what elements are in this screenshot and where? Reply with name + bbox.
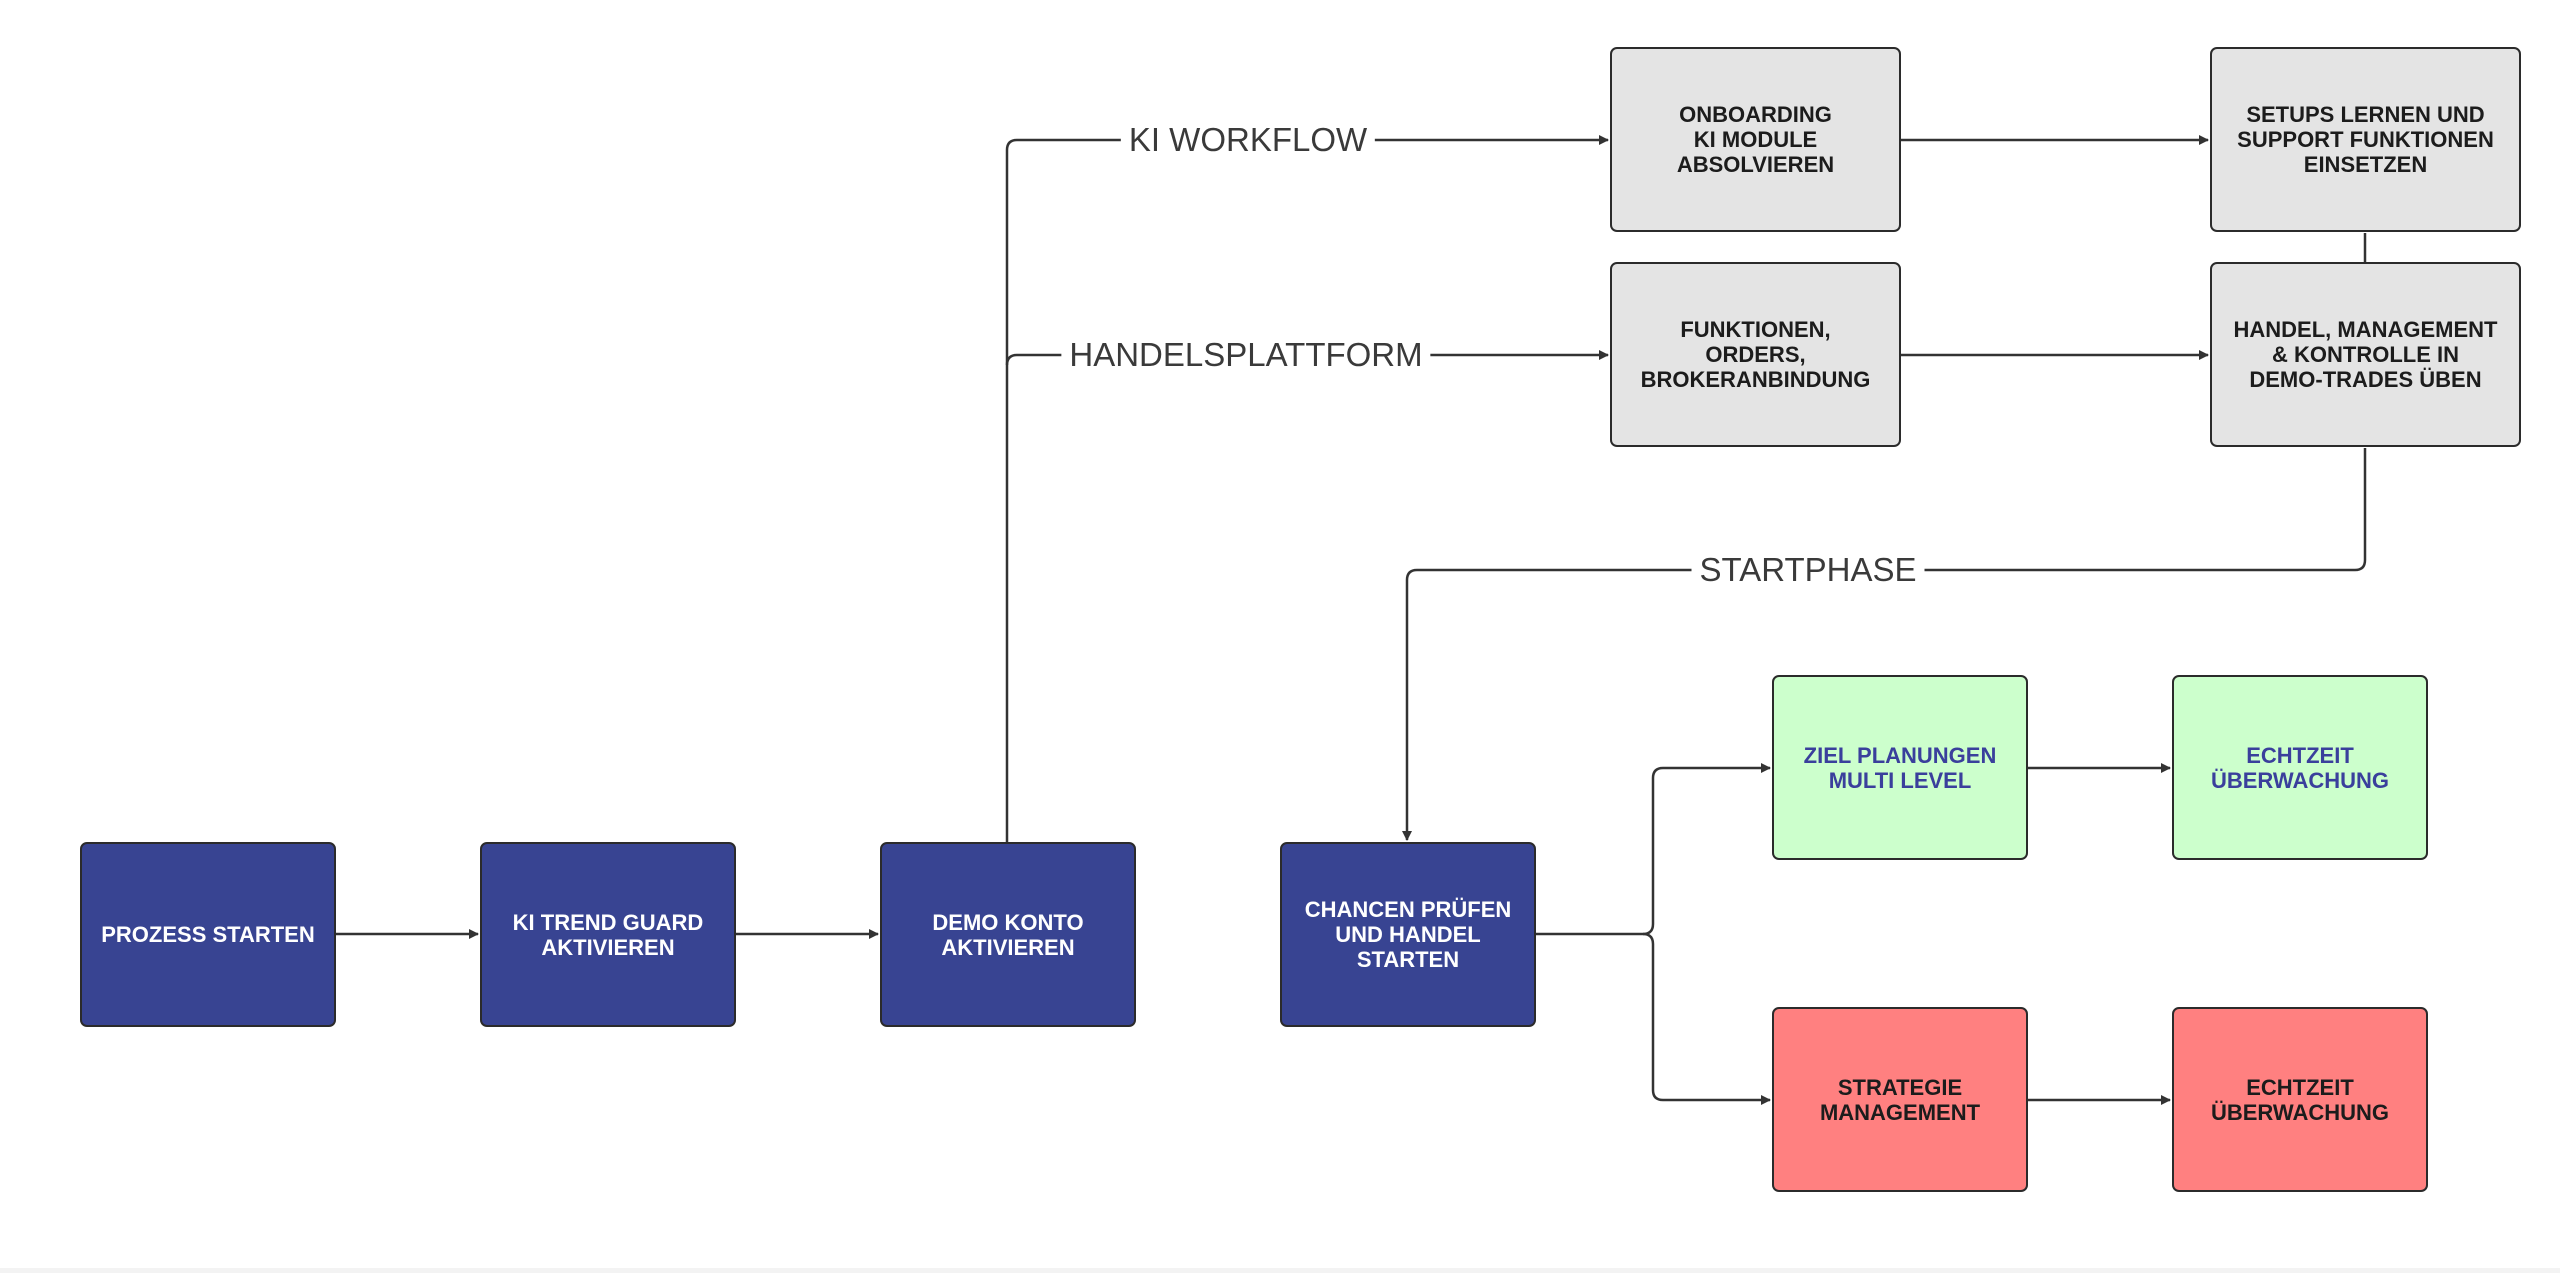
node-demo-konto-aktivieren[interactable]: DEMO KONTO AKTIVIEREN — [880, 842, 1136, 1027]
node-label: CHANCEN PRÜFEN UND HANDEL STARTEN — [1304, 897, 1512, 972]
node-label: HANDEL, MANAGEMENT & KONTROLLE IN DEMO-T… — [2233, 317, 2498, 392]
node-label: DEMO KONTO AKTIVIEREN — [932, 909, 1084, 960]
node-ziel-planungen[interactable]: ZIEL PLANUNGEN MULTI LEVEL — [1772, 675, 2028, 860]
edge-demo-konto-to-funktionen — [1005, 350, 1609, 366]
node-echtzeit-ueberwachung-green[interactable]: ECHTZEIT ÜBERWACHUNG — [2172, 675, 2428, 860]
node-chancen-pruefen[interactable]: CHANCEN PRÜFEN UND HANDEL STARTEN — [1280, 842, 1536, 1027]
node-onboarding[interactable]: ONBOARDING KI MODULE ABSOLVIEREN — [1610, 47, 1901, 232]
node-label: ECHTZEIT ÜBERWACHUNG — [2210, 742, 2390, 793]
node-label: FUNKTIONEN, ORDERS, BROKERANBINDUNG — [1640, 317, 1871, 392]
node-strategie-management[interactable]: STRATEGIE MANAGEMENT — [1772, 1007, 2028, 1192]
node-ki-trend-guard-aktivieren[interactable]: KI TREND GUARD AKTIVIEREN — [480, 842, 736, 1027]
node-funktionen-orders[interactable]: FUNKTIONEN, ORDERS, BROKERANBINDUNG — [1610, 262, 1901, 447]
node-label: KI TREND GUARD AKTIVIEREN — [512, 909, 704, 960]
node-label: STRATEGIE MANAGEMENT — [1819, 1074, 1981, 1125]
node-handel-management[interactable]: HANDEL, MANAGEMENT & KONTROLLE IN DEMO-T… — [2210, 262, 2521, 447]
node-label: ONBOARDING KI MODULE ABSOLVIEREN — [1676, 102, 1835, 177]
node-prozess-starten[interactable]: PROZESS STARTEN — [80, 842, 336, 1027]
node-label: ECHTZEIT ÜBERWACHUNG — [2210, 1074, 2390, 1125]
edge-label-handelsplattform: HANDELSPLATTFORM — [1061, 336, 1431, 374]
edge-demo-konto-to-onboarding — [1005, 135, 1609, 843]
node-label: SETUPS LERNEN UND SUPPORT FUNKTIONEN EIN… — [2237, 102, 2494, 177]
edge-chancen-to-strategie — [1642, 932, 1771, 1105]
node-label: ZIEL PLANUNGEN MULTI LEVEL — [1803, 742, 1997, 793]
edge-label-startphase: STARTPHASE — [1691, 551, 1925, 589]
edge-chancen-to-ziel-planungen — [1535, 763, 1771, 936]
node-label: PROZESS STARTEN — [101, 922, 315, 947]
canvas-bottom-edge — [0, 1268, 2560, 1273]
node-echtzeit-ueberwachung-red[interactable]: ECHTZEIT ÜBERWACHUNG — [2172, 1007, 2428, 1192]
node-setups-lernen[interactable]: SETUPS LERNEN UND SUPPORT FUNKTIONEN EIN… — [2210, 47, 2521, 232]
edge-label-ki-workflow: KI WORKFLOW — [1120, 121, 1376, 159]
